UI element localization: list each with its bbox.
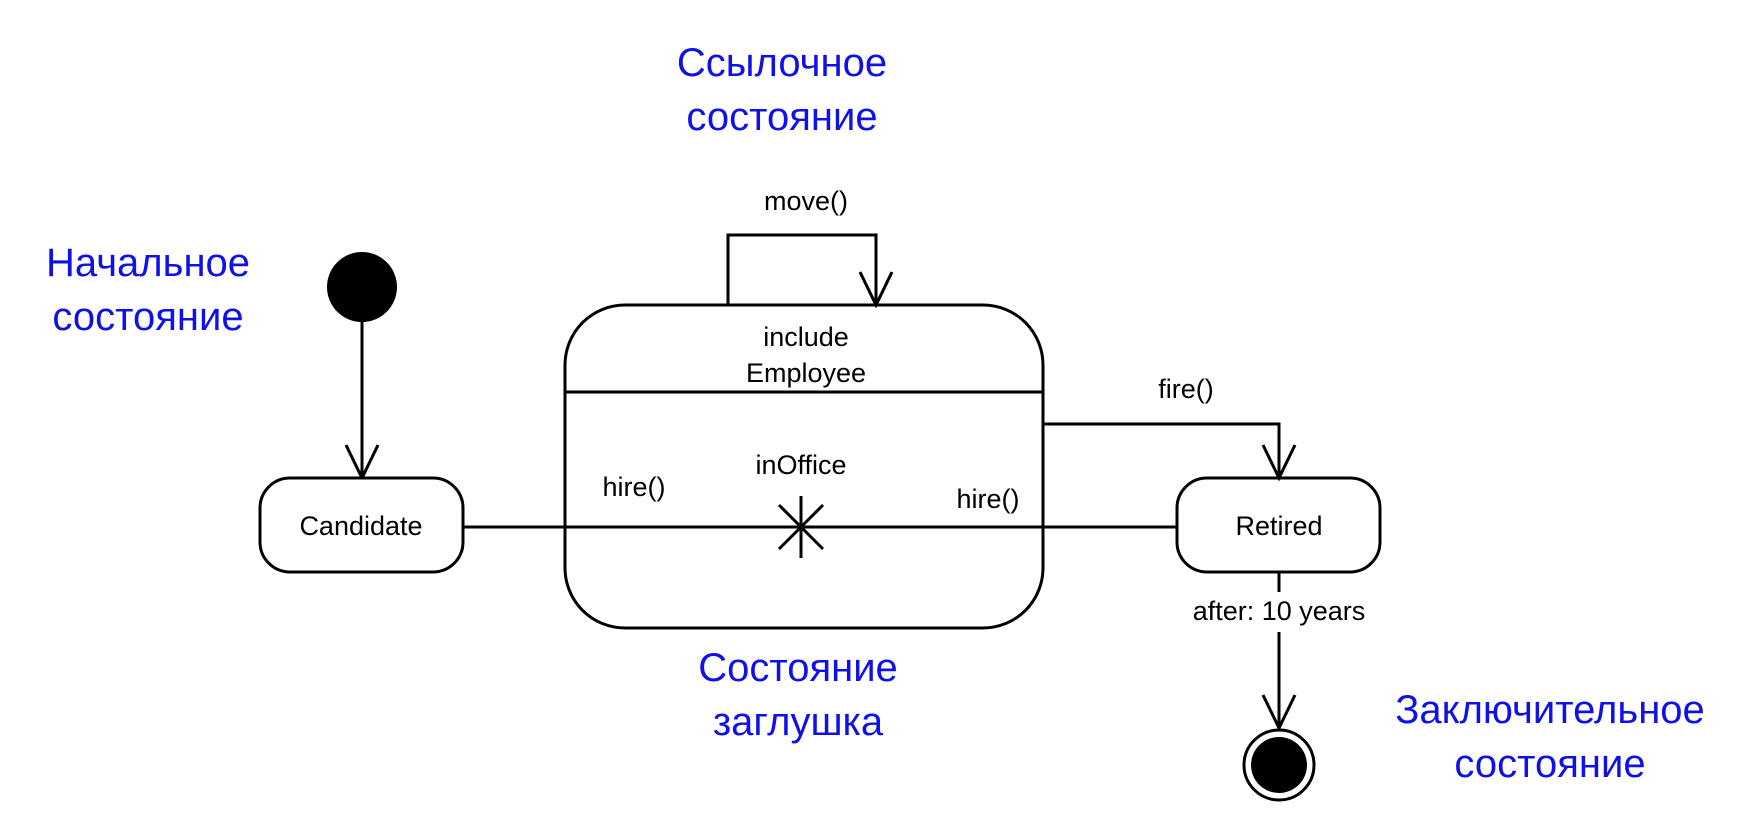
fire-transition-arrowhead	[1261, 444, 1297, 482]
fire-transition-label: fire()	[1158, 374, 1214, 404]
state-retired-label: Retired	[1235, 511, 1322, 541]
final-state-core	[1251, 737, 1307, 793]
move-transition-line	[726, 233, 878, 305]
submachine-name-line1: include	[763, 322, 849, 352]
fire-transition-line	[1043, 422, 1281, 478]
initial-state-node	[327, 252, 397, 322]
annotation-reference-state-line2: состояние	[686, 95, 877, 139]
hire-left-transition-label: hire()	[602, 472, 665, 502]
annotation-final-state-line2: состояние	[1454, 742, 1645, 786]
annotation-reference-state-line1: Ссылочное	[677, 41, 887, 85]
move-transition-arrowhead	[858, 271, 894, 309]
state-candidate-label: Candidate	[299, 511, 422, 541]
annotation-initial-state-line1: Начальное	[46, 241, 250, 285]
state-candidate	[258, 476, 465, 574]
annotation-initial-state-line2: состояние	[52, 295, 243, 339]
hire-right-transition-label: hire()	[956, 484, 1019, 514]
annotation-stub-state-line2: заглушка	[713, 700, 884, 744]
after-transition-arrowhead	[1261, 694, 1297, 732]
move-transition-label: move()	[764, 186, 848, 216]
stub-state-label: inOffice	[755, 450, 846, 480]
submachine-state-include-employee	[563, 303, 1045, 630]
after-transition-label: after: 10 years	[1193, 596, 1366, 626]
stub-state-inoffice	[770, 496, 832, 558]
submachine-name-line2: Employee	[746, 358, 866, 388]
annotation-final-state-line1: Заключительное	[1395, 688, 1705, 732]
annotation-stub-state-line1: Состояние	[698, 646, 898, 690]
